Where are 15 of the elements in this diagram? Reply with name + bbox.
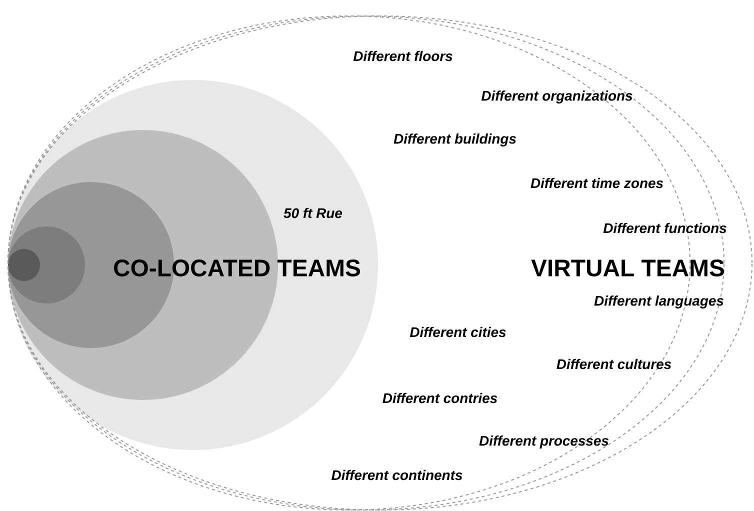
team-heading: VIRTUAL TEAMS [531, 260, 724, 276]
difference-label: Different continents [332, 470, 462, 480]
difference-label: Different cultures [556, 358, 672, 370]
difference-label: Different contries [382, 392, 498, 404]
difference-label: Different time zones [530, 178, 664, 188]
nested-circle [8, 249, 40, 281]
difference-label: Different floors [353, 50, 452, 62]
team-heading: CO-LOCATED TEAMS [114, 260, 360, 276]
difference-label: Different organizations [481, 90, 632, 104]
difference-label: Different functions [603, 222, 726, 234]
difference-label: Different buildings [394, 134, 516, 146]
difference-label: Different languages [594, 296, 724, 308]
difference-label: Different cities [410, 326, 506, 338]
difference-label: Different processes [479, 436, 608, 448]
distance-label: 50 ft Rue [284, 208, 342, 218]
